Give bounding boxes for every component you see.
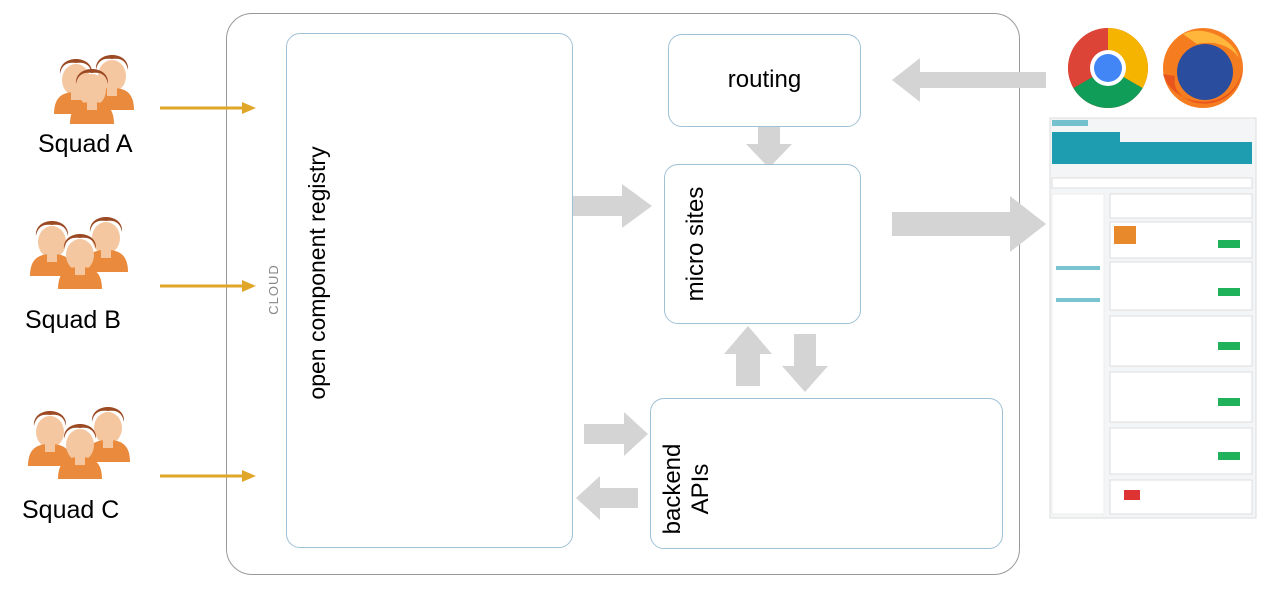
backend-apis-box <box>650 398 1003 549</box>
squad-arrows <box>160 102 256 482</box>
micro-sites-box <box>664 164 861 324</box>
squad-a-label: Squad A <box>38 130 133 158</box>
squad-c-label: Squad C <box>22 496 120 524</box>
backend-label-line2: APIs <box>687 463 714 515</box>
squad-a-people-icon <box>54 55 134 124</box>
backend-label: backend APIs <box>659 434 719 544</box>
squad-c-people-icon <box>28 407 130 479</box>
routing-label: routing <box>727 66 802 93</box>
website-screenshot-image <box>1049 117 1257 519</box>
micro-sites-label: micro sites <box>682 186 709 302</box>
registry-label: open component registry <box>304 146 330 400</box>
component-registry-box <box>286 33 573 548</box>
routing-box <box>668 34 861 127</box>
backend-label-line1: backend <box>659 443 686 535</box>
squad-b-label: Squad B <box>25 306 121 334</box>
firefox-icon <box>1163 28 1243 108</box>
flow-arrows <box>568 58 1046 520</box>
chrome-icon <box>1068 28 1148 108</box>
squad-b-people-icon <box>30 217 128 289</box>
